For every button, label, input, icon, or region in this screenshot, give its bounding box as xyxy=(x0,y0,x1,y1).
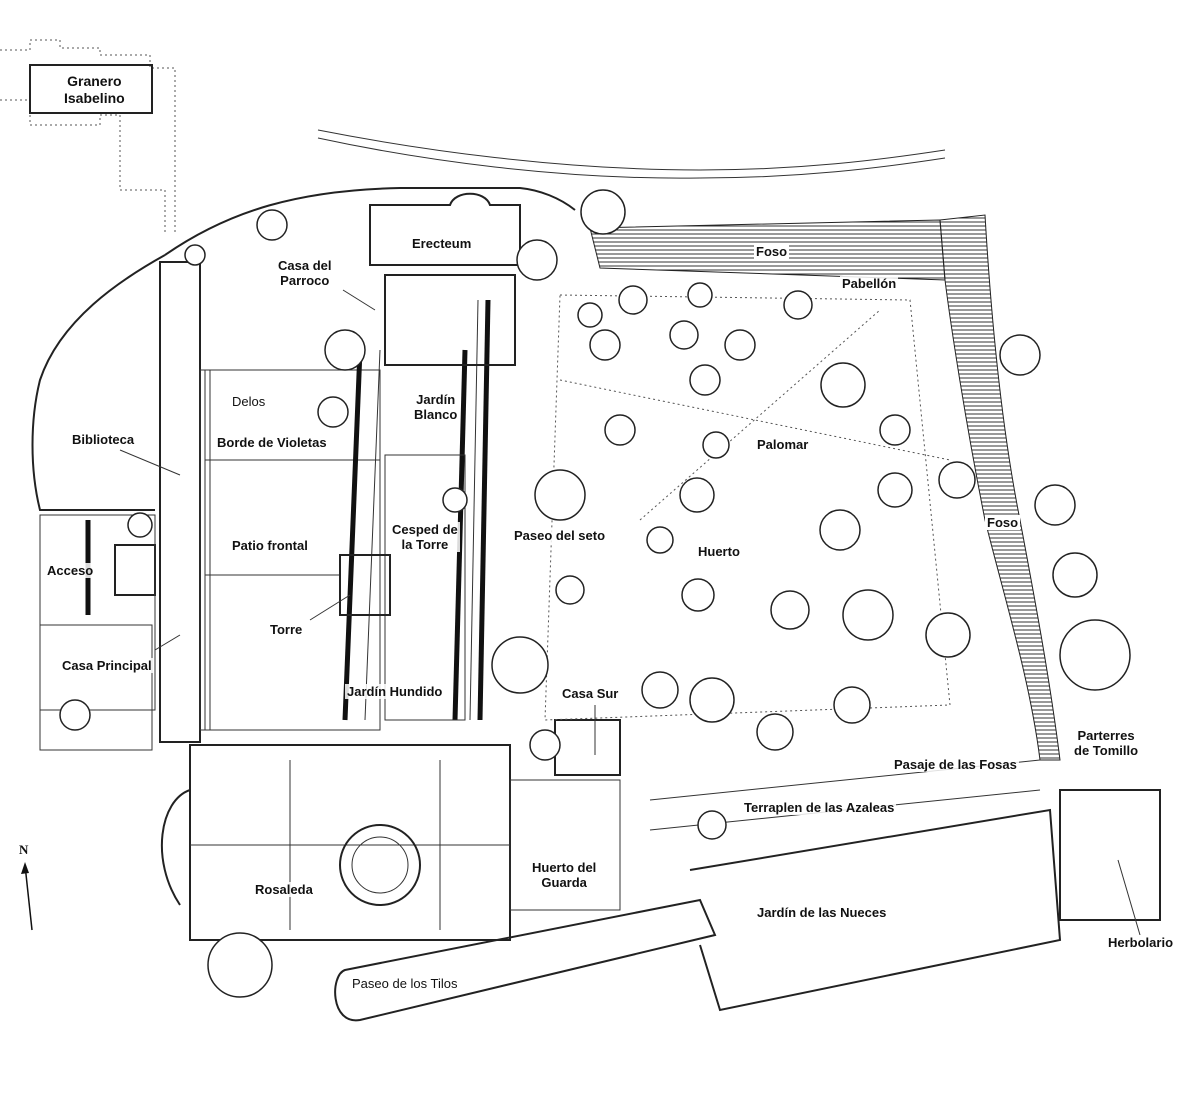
label-paseo-de-los-tilos: Paseo de los Tilos xyxy=(350,976,460,991)
label-paseo-del-seto: Paseo del seto xyxy=(512,528,608,543)
label-pabellon: Pabellón xyxy=(840,276,899,291)
trees xyxy=(59,189,1131,998)
north-arrow xyxy=(21,862,33,931)
label-torre: Torre xyxy=(268,622,305,637)
label-acceso: Acceso xyxy=(45,563,96,578)
label-pasaje-de-las-fosas: Pasaje de las Fosas xyxy=(892,757,1019,772)
label-casa-del-parroco: Casa del Parroco xyxy=(276,258,334,288)
label-jardin-hundido: Jardín Hundido xyxy=(345,684,445,699)
label-herbolario: Herbolario xyxy=(1106,935,1176,950)
granero-building xyxy=(0,39,176,235)
label-jardin-de-las-nueces: Jardín de las Nueces xyxy=(755,905,889,920)
label-cesped-de-la-torre: Cesped de la Torre xyxy=(390,522,460,552)
label-palomar: Palomar xyxy=(755,437,811,452)
label-parterres-de-tomillo: Parterres de Tomillo xyxy=(1072,728,1141,758)
main-house-block xyxy=(39,261,211,751)
label-casa-sur: Casa Sur xyxy=(560,686,621,701)
label-granero-isabelino: Granero Isabelino xyxy=(64,73,125,106)
label-casa-principal: Casa Principal xyxy=(60,658,154,673)
label-terraplen-de-las-azaleas: Terraplen de las Azaleas xyxy=(742,800,897,815)
label-borde-de-violetas: Borde de Violetas xyxy=(215,435,329,450)
label-foso-east: Foso xyxy=(985,515,1021,530)
label-delos: Delos xyxy=(230,394,268,409)
garden-walls xyxy=(160,192,621,941)
north-label: N xyxy=(19,842,29,857)
label-huerto-del-guarda: Huerto del Guarda xyxy=(530,860,599,890)
moat-east xyxy=(939,214,1061,761)
label-erecteum: Erecteum xyxy=(410,236,474,251)
label-patio-frontal: Patio frontal xyxy=(230,538,310,553)
label-biblioteca: Biblioteca xyxy=(70,432,137,447)
label-jardin-blanco: Jardín Blanco xyxy=(412,392,460,422)
label-rosaleda: Rosaleda xyxy=(253,882,315,897)
label-huerto: Huerto xyxy=(696,544,742,559)
label-foso-north: Foso xyxy=(754,244,790,259)
